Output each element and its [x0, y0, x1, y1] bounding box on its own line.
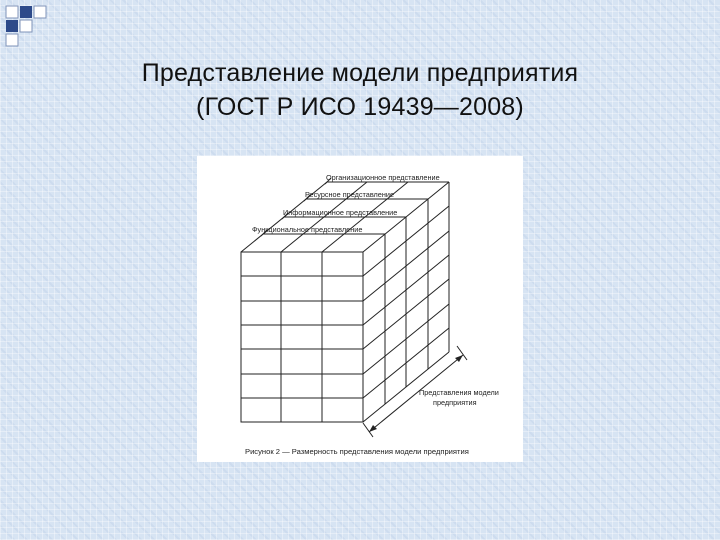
slide-title: Представление модели предприятия (ГОСТ Р… — [40, 56, 680, 124]
cube-front-face — [240, 251, 364, 423]
arrowhead-far-icon — [455, 355, 463, 362]
enterprise-model-diagram: Организационное представление Ресурсное … — [240, 173, 499, 456]
slide-title-line-2: (ГОСТ Р ИСО 19439—2008) — [196, 93, 524, 121]
figure-caption: Рисунок 2 — Размерность представления мо… — [245, 447, 469, 456]
arrowhead-near-icon — [369, 425, 377, 432]
cube-side-face — [362, 182, 450, 423]
view-label-leaders — [260, 177, 332, 237]
axis-label-line-1: Представления модели — [419, 388, 499, 397]
slide-title-line-1: Представление модели предприятия — [141, 59, 579, 87]
enterprise-model-figure: Организационное представление Ресурсное … — [197, 156, 523, 462]
model-views-dimension-arrow — [362, 345, 468, 438]
label-functional-view: Функциональное представление — [252, 225, 362, 234]
label-resource-view: Ресурсное представление — [305, 190, 394, 199]
label-information-view: Информационное представление — [283, 208, 397, 217]
corner-decoration — [5, 5, 47, 47]
axis-label-line-2: предприятия — [433, 398, 477, 407]
label-organizational-view: Организационное представление — [326, 173, 440, 182]
